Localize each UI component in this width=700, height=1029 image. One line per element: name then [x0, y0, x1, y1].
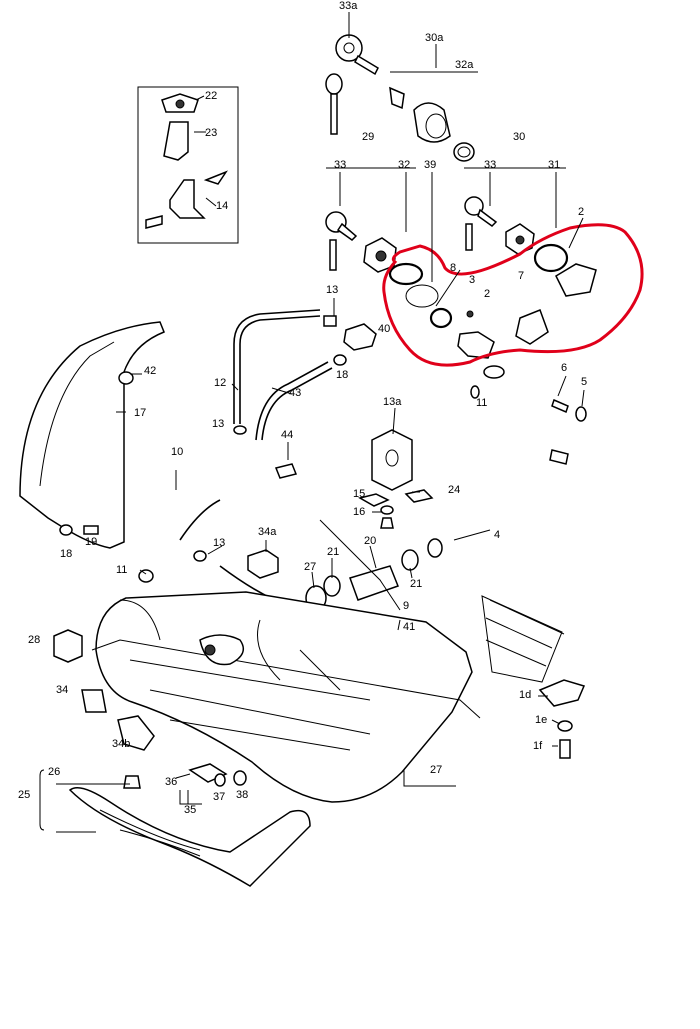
hose-10: [138, 469, 363, 583]
lock-group-left: [325, 211, 397, 273]
label-13a: 13a: [383, 396, 402, 408]
label-23: 23: [205, 127, 218, 139]
vent-hoses: [233, 309, 377, 441]
label-34a: 34a: [258, 526, 277, 538]
label-18-b: 18: [60, 548, 73, 560]
label-25: 25: [18, 789, 31, 801]
label-1f: 1f: [533, 740, 543, 752]
label-43: 43: [289, 387, 302, 399]
label-32a: 32a: [455, 59, 474, 71]
lock-assembly-top: [325, 34, 475, 162]
lock-group-right: [464, 196, 535, 255]
label-21-b: 21: [410, 578, 423, 590]
label-36: 36: [165, 776, 178, 788]
label-34: 34: [56, 684, 69, 696]
label-33-right: 33: [484, 159, 497, 171]
filler-neck: [427, 365, 569, 558]
label-30: 30: [513, 131, 526, 143]
underbody-shield: [68, 763, 311, 887]
label-1d: 1d: [519, 689, 532, 701]
label-33-left: 33: [334, 159, 347, 171]
label-9: 9: [403, 600, 410, 612]
label-10: 10: [171, 446, 184, 458]
label-24: 24: [448, 484, 461, 496]
label-19: 19: [85, 536, 98, 548]
inset-box: [137, 86, 239, 244]
filler-seals: [388, 243, 597, 359]
label-2-mid: 2: [484, 288, 491, 300]
label-32: 32: [398, 159, 411, 171]
label-27-b: 27: [430, 764, 443, 776]
label-22: 22: [205, 90, 218, 102]
label-5: 5: [581, 376, 588, 388]
label-35: 35: [184, 804, 197, 816]
label-37: 37: [213, 791, 226, 803]
breather-hose: [371, 385, 480, 491]
label-39: 39: [424, 159, 437, 171]
wheelhouse-liner: [19, 321, 165, 549]
label-11-b: 11: [116, 564, 128, 576]
label-7: 7: [518, 270, 525, 282]
label-34b: 34b: [112, 738, 131, 750]
label-26: 26: [48, 766, 61, 778]
label-6: 6: [561, 362, 568, 374]
label-3: 3: [469, 274, 476, 286]
label-12: 12: [214, 377, 227, 389]
label-40: 40: [378, 323, 391, 335]
label-38: 38: [236, 789, 249, 801]
label-28: 28: [28, 634, 41, 646]
label-21-a: 21: [327, 546, 340, 558]
label-33a: 33a: [339, 0, 358, 12]
label-20: 20: [364, 535, 377, 547]
label-42: 42: [144, 365, 157, 377]
left-small-parts: [53, 629, 155, 751]
tank-mounting-strap: [481, 595, 586, 759]
label-1e: 1e: [535, 714, 548, 726]
label-18-a: 18: [336, 369, 349, 381]
fuel-tank: [91, 591, 481, 803]
label-17: 17: [134, 407, 147, 419]
label-30a: 30a: [425, 32, 444, 44]
label-16: 16: [353, 506, 366, 518]
label-4: 4: [494, 529, 501, 541]
label-13-c: 13: [213, 537, 226, 549]
highlight-outline: [382, 223, 644, 367]
label-14: 14: [216, 200, 229, 212]
label-2-top: 2: [578, 206, 585, 218]
label-11-a: 11: [476, 397, 488, 409]
group-brackets: [39, 71, 566, 831]
label-15: 15: [353, 488, 366, 500]
label-41: 41: [403, 621, 416, 633]
label-13-b: 13: [212, 418, 225, 430]
label-29: 29: [362, 131, 375, 143]
label-31: 31: [548, 159, 561, 171]
small-brackets: [274, 463, 434, 529]
label-13-a: 13: [326, 284, 339, 296]
label-8: 8: [450, 262, 457, 274]
label-44: 44: [281, 429, 294, 441]
leader-lines: [56, 12, 585, 833]
bolt-and-washer: [551, 398, 587, 422]
label-27-a: 27: [304, 561, 317, 573]
